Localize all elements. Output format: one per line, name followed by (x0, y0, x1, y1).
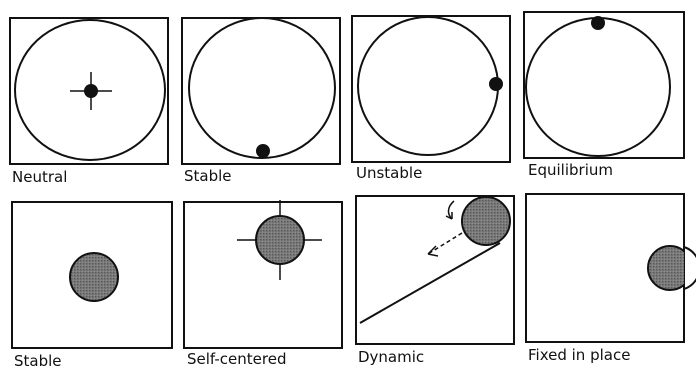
sphere-outline (358, 17, 498, 155)
label-stable-top: Stable (184, 169, 232, 184)
panel-self-centered (184, 200, 342, 348)
label-equilibrium: Equilibrium (528, 163, 613, 178)
ball-outline-right (684, 247, 696, 289)
panel-neutral (10, 18, 168, 164)
panel-frame (352, 16, 510, 162)
ball-textured-half (648, 246, 692, 290)
panel-stable-top (182, 18, 340, 164)
label-unstable: Unstable (356, 166, 422, 181)
panel-fixed-in-place (526, 194, 696, 342)
ball-textured (256, 216, 304, 264)
label-fixed-in-place: Fixed in place (528, 348, 630, 363)
motion-arrowhead (428, 246, 438, 256)
panel-stable-bottom (12, 202, 172, 348)
panel-equilibrium (524, 12, 684, 158)
ball-bottom (256, 144, 270, 158)
rotation-arrow (448, 201, 454, 219)
ball-side (489, 77, 503, 91)
ball-center (84, 84, 98, 98)
label-dynamic: Dynamic (358, 350, 424, 365)
ball-top (591, 16, 605, 30)
label-self-centered: Self-centered (187, 352, 286, 367)
ball-textured (462, 197, 510, 245)
label-neutral: Neutral (12, 170, 67, 185)
sphere-outline (526, 18, 670, 156)
sphere-outline (189, 18, 335, 158)
label-stable-bottom: Stable (14, 354, 62, 369)
panel-unstable (352, 16, 510, 162)
panel-dynamic (356, 196, 514, 344)
ball-textured (70, 253, 118, 301)
motion-arrow (428, 233, 462, 254)
